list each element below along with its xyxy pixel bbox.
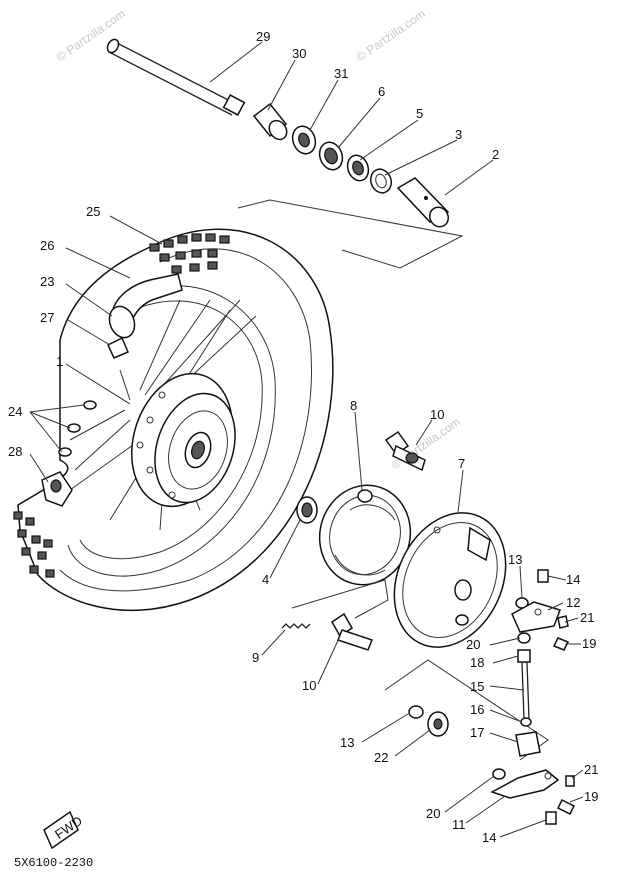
fwd-indicator: FWD [43,810,85,850]
hub [130,372,236,508]
tube-and-rim-band [107,273,183,359]
callout-1: 1 [56,354,63,369]
callout-10-lower: 10 [302,678,316,693]
callout-9: 9 [252,650,259,665]
spoke-nipples [58,400,97,457]
callout-21-upper: 21 [580,610,594,625]
callout-labels: 29 30 31 6 5 3 2 25 26 23 27 1 24 28 4 8… [8,29,598,845]
tire-tread-knobs [13,233,230,578]
callout-22: 22 [374,750,388,765]
circlip-3 [369,168,393,194]
callout-13-lower: 13 [340,735,354,750]
callout-29: 29 [256,29,270,44]
callout-26: 26 [40,238,54,253]
callout-10-upper: 10 [430,407,444,422]
rim-lock [41,471,73,507]
callout-16: 16 [470,702,484,717]
fwd-label: FWD [52,813,85,842]
callout-14-upper: 14 [566,572,580,587]
assembly-guide-upper [237,199,464,269]
camshaft-upper [384,430,426,472]
callout-31: 31 [334,66,348,81]
callout-6: 6 [378,84,385,99]
spacer-collar [252,102,288,141]
callout-27: 27 [40,310,54,325]
brake-linkage-upper [511,569,570,757]
callout-8: 8 [350,398,357,413]
callout-2: 2 [492,147,499,162]
callout-28: 28 [8,444,22,459]
callout-3: 3 [455,127,462,142]
brake-linkage-lower [408,705,576,825]
callout-14-lower: 14 [482,830,496,845]
callout-12: 12 [566,595,580,610]
callout-19-upper: 19 [582,636,596,651]
callout-20-upper: 20 [466,637,480,652]
callout-13-upper: 13 [508,552,522,567]
watermark-2: © Partzilla.com [354,7,428,65]
callout-18: 18 [470,655,484,670]
callout-21-lower: 21 [584,762,598,777]
leader-lines [29,41,584,838]
spacer-2 [396,177,450,228]
bearing-6 [318,141,344,171]
callout-23: 23 [40,274,54,289]
diagram-code: 5X6100-2230 [14,856,93,870]
callout-7: 7 [458,456,465,471]
camshaft-lower [331,612,373,651]
assembly-guide-mid [291,579,389,619]
oil-seal-4 [296,496,318,524]
callout-20-lower: 20 [426,806,440,821]
oil-seal-31 [291,125,317,155]
callout-19-lower: 19 [584,789,598,804]
callout-5: 5 [416,106,423,121]
callout-24: 24 [8,404,22,419]
bearing-5 [346,154,370,182]
callout-4: 4 [262,572,269,587]
callout-15: 15 [470,679,484,694]
rim [67,285,276,577]
callout-11: 11 [452,817,466,832]
callout-30: 30 [292,46,306,61]
brake-panel [393,512,507,648]
callout-25: 25 [86,204,100,219]
callout-17: 17 [470,725,484,740]
return-spring [281,623,311,629]
axle [106,38,246,116]
